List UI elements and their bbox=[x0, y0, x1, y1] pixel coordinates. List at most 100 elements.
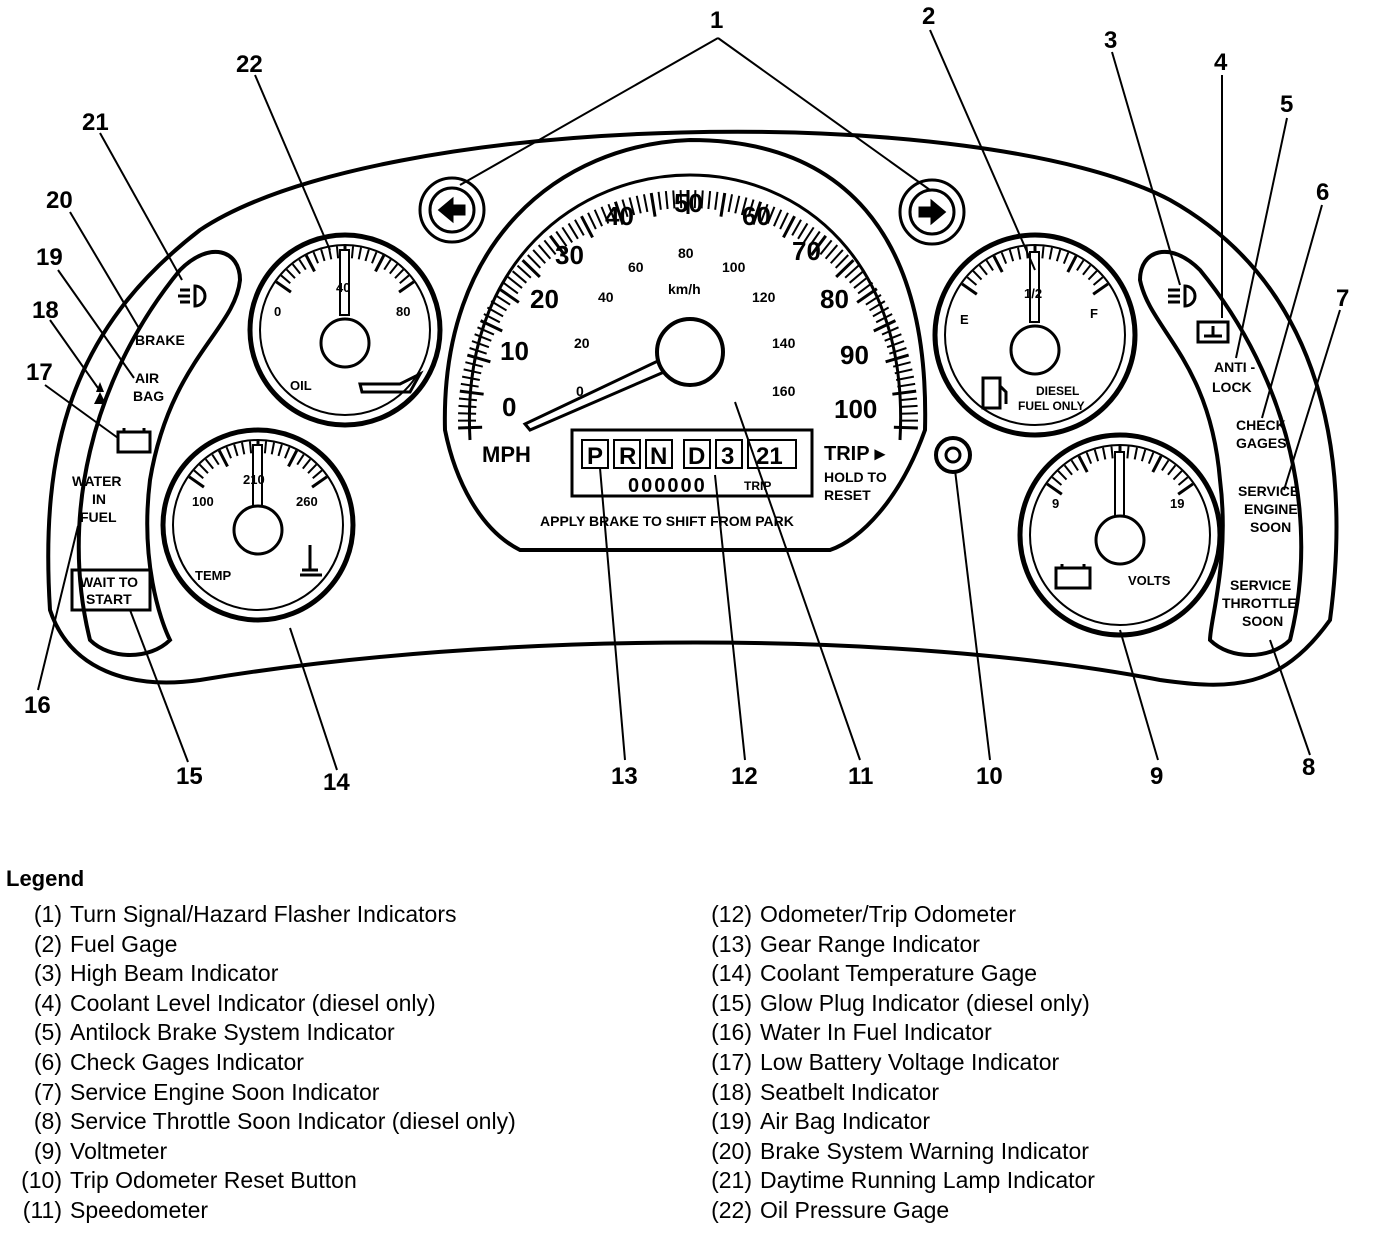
dial-tick bbox=[1070, 459, 1079, 471]
dial-tick bbox=[892, 389, 917, 396]
legend-item-text: Speedometer bbox=[70, 1196, 209, 1223]
anti-lock-label-1: ANTI - bbox=[1214, 359, 1256, 375]
legend-item-text: Voltmeter bbox=[70, 1137, 168, 1164]
dial-tick bbox=[894, 368, 913, 375]
legend-item-number: (5) bbox=[33, 1019, 62, 1046]
callout-4: 4 bbox=[1214, 49, 1228, 76]
callout-leader-lines bbox=[37, 29, 1341, 771]
dial-tick bbox=[593, 209, 603, 227]
dial-tick bbox=[490, 300, 508, 312]
low-battery-icon bbox=[116, 428, 152, 454]
dial-tick bbox=[751, 201, 763, 226]
legend-item-number: (14) bbox=[711, 960, 752, 987]
legend-item: (4)Coolant Level Indicator (diesel only) bbox=[6, 989, 516, 1019]
volt-tick-19: 19 bbox=[1170, 496, 1184, 511]
dial-tick bbox=[664, 190, 669, 210]
dial-tick bbox=[471, 340, 490, 349]
kmh-tick-20: 20 bbox=[574, 335, 590, 351]
legend-item-number: (10) bbox=[21, 1167, 62, 1194]
coolant-level-icon bbox=[1196, 320, 1230, 344]
mph-tick-40: 40 bbox=[605, 201, 634, 231]
legend-item-number: (21) bbox=[711, 1167, 752, 1194]
dial-tick bbox=[600, 206, 610, 224]
dial-tick bbox=[719, 192, 727, 217]
legend-item-text: Glow Plug Indicator (diesel only) bbox=[760, 989, 1090, 1016]
legend-item-number: (2) bbox=[33, 930, 62, 957]
legend-item-number: (12) bbox=[711, 901, 752, 927]
legend-item: (9) Voltmeter bbox=[6, 1137, 516, 1167]
dial-tick bbox=[1161, 459, 1170, 471]
fuel-gauge: E 1/2 F DIESEL FUEL ONLY bbox=[932, 232, 1138, 438]
dial-tick bbox=[188, 475, 205, 489]
legend: Legend (1)Turn Signal/Hazard Flasher Ind… bbox=[6, 866, 1366, 1226]
legend-item: (21)Daytime Running Lamp Indicator bbox=[696, 1166, 1095, 1196]
dial-tick bbox=[567, 222, 579, 240]
dial-tick bbox=[291, 263, 301, 275]
callout-2: 2 bbox=[922, 3, 935, 30]
legend-item: (12)Odometer/Trip Odometer bbox=[696, 900, 1095, 930]
callout-5: 5 bbox=[1280, 91, 1293, 118]
mph-tick-70: 70 bbox=[792, 236, 821, 266]
kmh-tick-80: 80 bbox=[678, 245, 694, 261]
callout-11: 11 bbox=[848, 763, 873, 790]
callout-17: 17 bbox=[26, 359, 53, 386]
legend-item-text: Antilock Brake System Indicator bbox=[70, 1019, 395, 1046]
seatbelt-icon bbox=[94, 382, 106, 404]
legend-item-number: (17) bbox=[711, 1048, 752, 1075]
kmh-tick-140: 140 bbox=[772, 335, 796, 351]
oil-pressure-gauge: 0 40 80 OIL bbox=[247, 232, 443, 428]
legend-item-text: Oil Pressure Gage bbox=[760, 1196, 950, 1223]
dial-tick bbox=[364, 249, 370, 262]
dial-tick bbox=[819, 239, 833, 256]
legend-item: (20)Brake System Warning Indicator bbox=[696, 1137, 1095, 1167]
dial-tick bbox=[549, 234, 566, 256]
callout-22: 22 bbox=[236, 51, 263, 78]
dial-tick bbox=[899, 404, 918, 408]
water-label-2: IN bbox=[92, 491, 106, 507]
callout-14: 14 bbox=[323, 769, 350, 796]
legend-item: (11)Speedometer bbox=[6, 1196, 516, 1226]
dial-tick bbox=[1126, 446, 1130, 459]
water-label-1: WATER bbox=[72, 473, 122, 489]
wait-to-start-box bbox=[70, 568, 152, 612]
dial-tick bbox=[760, 203, 769, 222]
fuel-tick-e: E bbox=[960, 312, 969, 327]
service-throttle-label-1: SERVICE bbox=[1230, 577, 1291, 593]
dial-tick bbox=[1167, 464, 1177, 476]
mph-tick-50: 50 bbox=[674, 188, 703, 218]
callout-20: 20 bbox=[46, 187, 73, 214]
mph-tick-100: 100 bbox=[834, 394, 877, 424]
wait-to-start-label-1: WAIT TO bbox=[80, 574, 138, 590]
legend-column-left: (1)Turn Signal/Hazard Flasher Indicators… bbox=[6, 900, 516, 1226]
speedometer-needle bbox=[522, 317, 725, 432]
dial-tick bbox=[561, 226, 574, 243]
gear-n: N bbox=[650, 443, 667, 470]
legend-item-number: (9) bbox=[33, 1137, 62, 1164]
dial-tick bbox=[233, 444, 239, 457]
dial-tick bbox=[835, 259, 855, 278]
dial-tick bbox=[311, 475, 328, 489]
dial-tick bbox=[479, 319, 503, 333]
dial-tick bbox=[1055, 249, 1062, 262]
dial-tick bbox=[1062, 252, 1070, 264]
legend-item: (3)High Beam Indicator bbox=[6, 959, 516, 989]
dial-tick bbox=[966, 276, 978, 286]
instrument-cluster-diagram: 0 10 20 30 40 50 60 70 80 90 100 0 20 40… bbox=[24, 3, 1349, 796]
trip-reset-button[interactable] bbox=[934, 436, 972, 474]
dial-tick bbox=[225, 446, 232, 459]
mph-tick-60: 60 bbox=[742, 201, 771, 231]
legend-item: (18)Seatbelt Indicator bbox=[696, 1078, 1095, 1108]
mph-scale: 0 10 20 30 40 50 60 70 80 90 100 bbox=[500, 188, 877, 424]
fuel-tick-f: F bbox=[1090, 306, 1098, 321]
dial-tick bbox=[469, 347, 487, 355]
mph-tick-20: 20 bbox=[530, 284, 559, 314]
dial-tick bbox=[285, 268, 296, 279]
dial-tick bbox=[463, 368, 482, 375]
legend-item-text: Seatbelt Indicator bbox=[760, 1078, 940, 1105]
dial-tick bbox=[1077, 455, 1089, 473]
dial-tick bbox=[287, 449, 299, 468]
dial-tick bbox=[889, 347, 907, 355]
dial-tick bbox=[628, 197, 636, 216]
gear-3: 3 bbox=[721, 443, 734, 470]
dial-tick bbox=[899, 412, 918, 415]
